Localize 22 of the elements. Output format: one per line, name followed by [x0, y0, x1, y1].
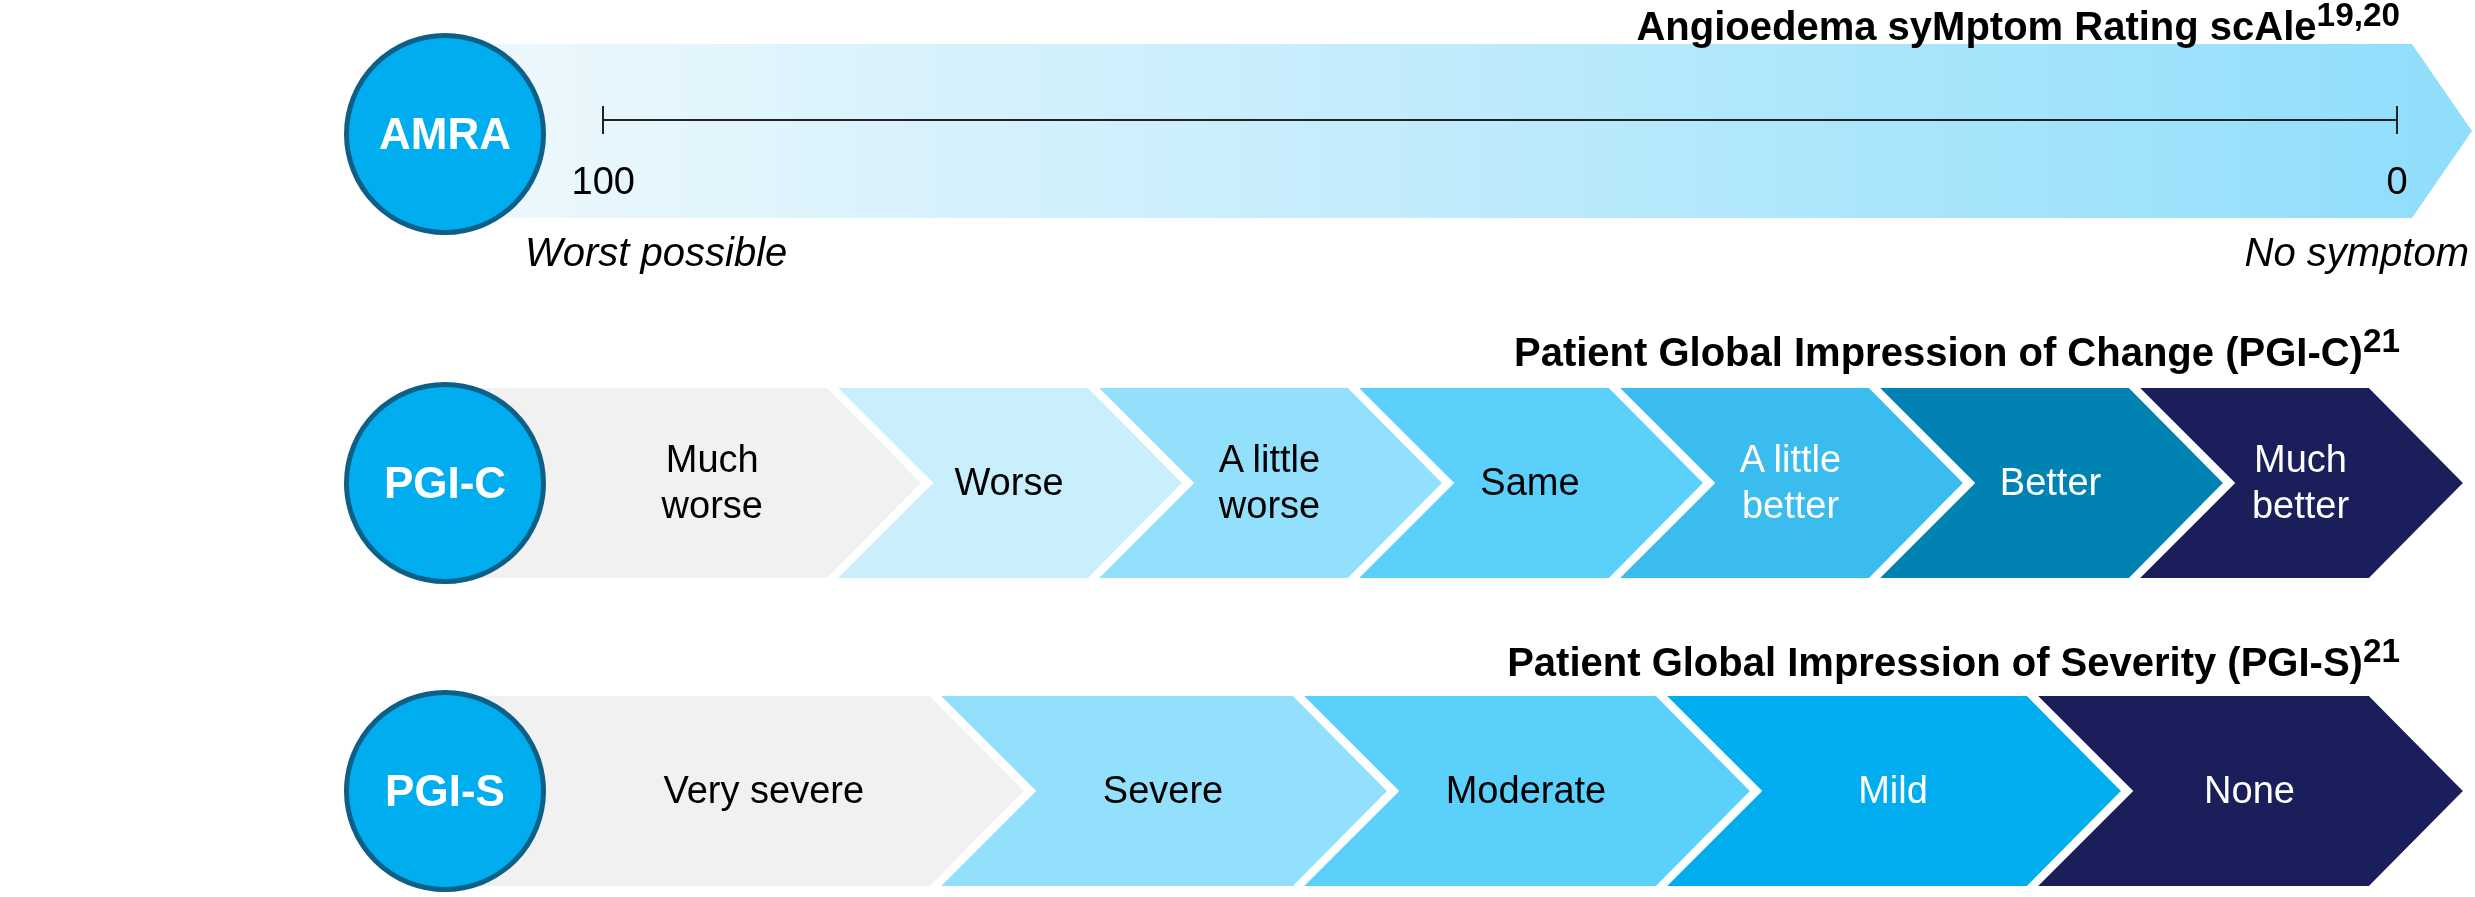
step-label: Severe [1102, 768, 1224, 814]
anchor-label: Worst possible [525, 230, 788, 275]
anchor-label: No symptom [2244, 230, 2469, 275]
step-label: Worse [954, 460, 1064, 506]
scale-abbreviation: AMRA [379, 109, 511, 159]
scale-value: 100 [571, 160, 635, 203]
step-label: A little worse [1217, 437, 1322, 528]
step-label: Mild [1858, 768, 1928, 814]
scale-abbreviation: PGI-C [383, 458, 507, 508]
step-label: Better [1999, 460, 2102, 506]
scale-abbreviation: PGI-S [385, 766, 505, 816]
step-label: Much worse [660, 437, 764, 528]
step-label: Much better [2250, 437, 2351, 528]
step-label: Same [1480, 460, 1580, 506]
scale-title: Patient Global Impression of Severity (PGI-S)$^{21}$ [1507, 632, 2400, 686]
step-label: A little better [1738, 437, 1843, 528]
step-label: Very severe [663, 768, 865, 814]
scale-title: Patient Global Impression of Change (PGI-C)$^{21}$ [1513, 322, 2400, 376]
step-label: None [2204, 768, 2295, 814]
step-label: Moderate [1445, 768, 1607, 814]
scale-title: Angioedema syMptom Rating scAle$^{19,20}$ [1636, 0, 2400, 50]
scale-value: 0 [2386, 160, 2408, 203]
